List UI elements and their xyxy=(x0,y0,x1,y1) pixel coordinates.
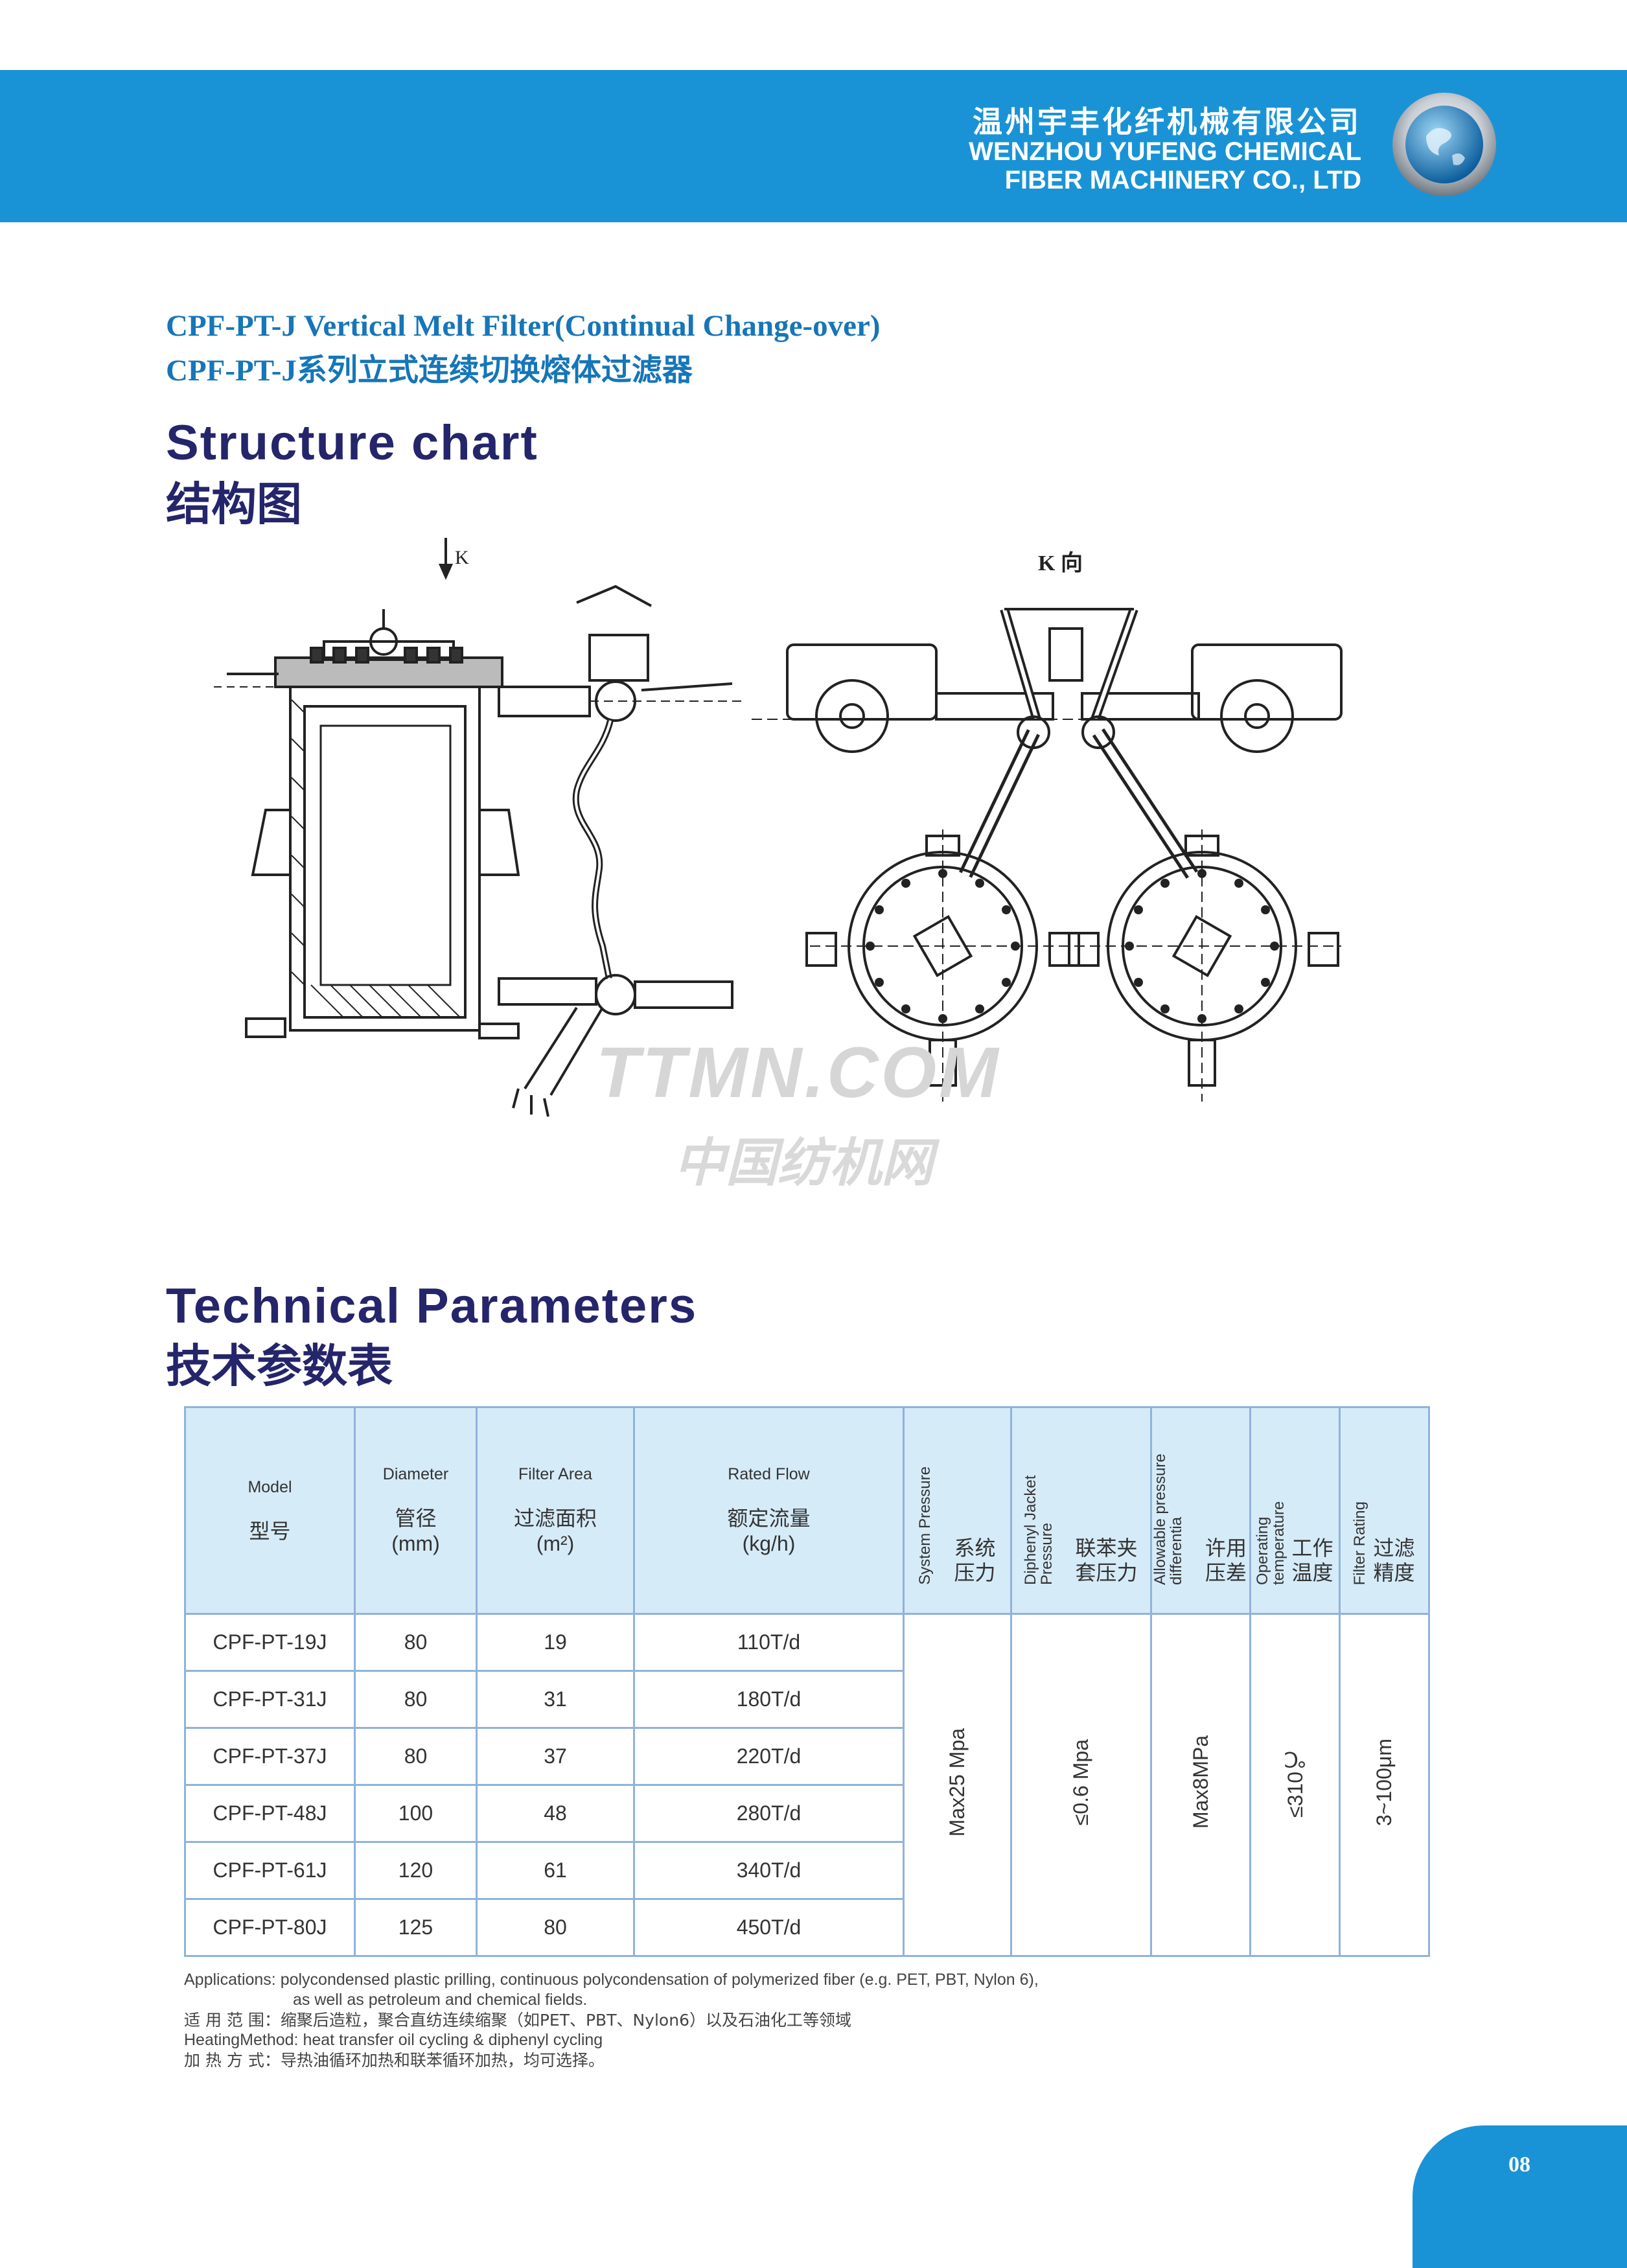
watermark-cn: 中国纺机网 xyxy=(674,1133,933,1193)
header-filter-area: Filter Area 过滤面积 (m²) xyxy=(476,1406,635,1615)
technical-parameters-table: Model 型号 Diameter 管径 (mm) Filter Area 过滤… xyxy=(184,1406,1430,1957)
header-temperature: Operating temperature 工作温度 xyxy=(1249,1406,1341,1615)
cell-area: 61 xyxy=(476,1841,635,1900)
cell-temperature: ≤310℃ xyxy=(1249,1613,1341,1957)
table-row: CPF-PT-48J 100 48 280T/d xyxy=(184,1784,1429,1843)
cell-area: 37 xyxy=(476,1727,635,1786)
company-name-cn: 温州宇丰化纤机械有限公司 xyxy=(973,104,1361,139)
cell-diameter: 100 xyxy=(354,1784,478,1843)
cell-flow: 450T/d xyxy=(633,1898,905,1957)
header-system-pressure: System Pressure 系统压力 xyxy=(903,1406,1012,1615)
cell-model: CPF-PT-37J xyxy=(184,1727,356,1786)
table-row: CPF-PT-37J 80 37 220T/d xyxy=(184,1727,1429,1786)
heating-method-cn: 加 热 方 式：导热油循环加热和联苯循环加热，均可选择。 xyxy=(184,2051,605,2070)
company-name-en-line1: WENZHOU YUFENG CHEMICAL xyxy=(969,137,1361,166)
page-number-tab xyxy=(1413,2125,1627,2268)
header-band xyxy=(0,70,1627,222)
cell-model: CPF-PT-19J xyxy=(184,1613,356,1672)
header-rated-flow: Rated Flow 额定流量 (kg/h) xyxy=(633,1406,905,1615)
table-row: CPF-PT-31J 80 31 180T/d xyxy=(184,1670,1429,1729)
header-jacket-pressure: Diphenyl Jacket Pressure 联苯夹套压力 xyxy=(1010,1406,1152,1615)
cell-diameter: 120 xyxy=(354,1841,478,1900)
cell-area: 19 xyxy=(476,1613,635,1672)
cell-model: CPF-PT-31J xyxy=(184,1670,356,1729)
cell-diameter: 80 xyxy=(354,1670,478,1729)
cell-model: CPF-PT-48J xyxy=(184,1784,356,1843)
filter-k-view-drawing: K 向 xyxy=(752,551,1343,1102)
applications-en-line2: as well as petroleum and chemical fields… xyxy=(293,1991,588,2009)
product-title-en: CPF-PT-J Vertical Melt Filter(Continual … xyxy=(166,309,881,343)
cell-jacket-pressure: ≤0.6 Mpa xyxy=(1010,1613,1152,1957)
cell-diameter: 125 xyxy=(354,1898,478,1957)
structure-title-cn: 结构图 xyxy=(166,478,302,531)
cell-flow: 220T/d xyxy=(633,1727,905,1786)
header-diameter: Diameter 管径 (mm) xyxy=(354,1406,478,1615)
cell-flow: 180T/d xyxy=(633,1670,905,1729)
applications-cn: 适 用 范 围：缩聚后造粒，聚合直纺连续缩聚（如PET、PBT、Nylon6）以… xyxy=(184,2011,851,2030)
k-direction-label: K 向 xyxy=(1038,551,1083,575)
cell-area: 48 xyxy=(476,1784,635,1843)
heating-method-en: HeatingMethod: heat transfer oil cycling… xyxy=(184,2031,603,2049)
header-model: Model 型号 xyxy=(184,1406,356,1615)
header-pressure-diff: Allowable pressure differentia 许用压差 xyxy=(1150,1406,1251,1615)
table-header-row: Model 型号 Diameter 管径 (mm) Filter Area 过滤… xyxy=(184,1406,1430,1615)
table-row: CPF-PT-80J 125 80 450T/d xyxy=(184,1898,1429,1957)
applications-en-line1: Applications: polycondensed plastic pril… xyxy=(184,1971,1039,1989)
globe-logo-icon xyxy=(1392,93,1496,196)
cell-pressure-diff: Max8MPa xyxy=(1150,1613,1251,1957)
cell-flow: 280T/d xyxy=(633,1784,905,1843)
technical-title-en: Technical Parameters xyxy=(166,1279,698,1334)
cell-filter-rating: 3~100μm xyxy=(1339,1613,1430,1957)
filter-section-drawing: K xyxy=(214,538,745,1117)
table-row: CPF-PT-61J 120 61 340T/d xyxy=(184,1841,1429,1900)
watermark-en: TTMN.COM xyxy=(596,1033,1001,1113)
cell-system-pressure: Max25 Mpa xyxy=(903,1613,1012,1957)
cell-flow: 340T/d xyxy=(633,1841,905,1900)
header-filter-rating: Filter Rating 过滤精度 xyxy=(1339,1406,1430,1615)
cell-area: 31 xyxy=(476,1670,635,1729)
page-number: 08 xyxy=(1508,2153,1530,2177)
product-title-cn: CPF-PT-J系列立式连续切换熔体过滤器 xyxy=(166,354,693,388)
table-row: CPF-PT-19J 80 19 110T/d Max25 Mpa ≤0.6 M… xyxy=(184,1613,1430,1957)
k-label: K xyxy=(455,547,469,568)
technical-title-cn: 技术参数表 xyxy=(166,1339,393,1393)
cell-diameter: 80 xyxy=(354,1727,478,1786)
company-name-en-line2: FIBER MACHINERY CO., LTD xyxy=(1004,166,1361,194)
cell-diameter: 80 xyxy=(354,1613,478,1672)
structure-title-en: Structure chart xyxy=(166,415,538,470)
cell-model: CPF-PT-61J xyxy=(184,1841,356,1900)
cell-area: 80 xyxy=(476,1898,635,1957)
cell-model: CPF-PT-80J xyxy=(184,1898,356,1957)
application-notes: Applications: polycondensed plastic pril… xyxy=(184,1970,1039,2070)
cell-flow: 110T/d xyxy=(633,1613,905,1672)
